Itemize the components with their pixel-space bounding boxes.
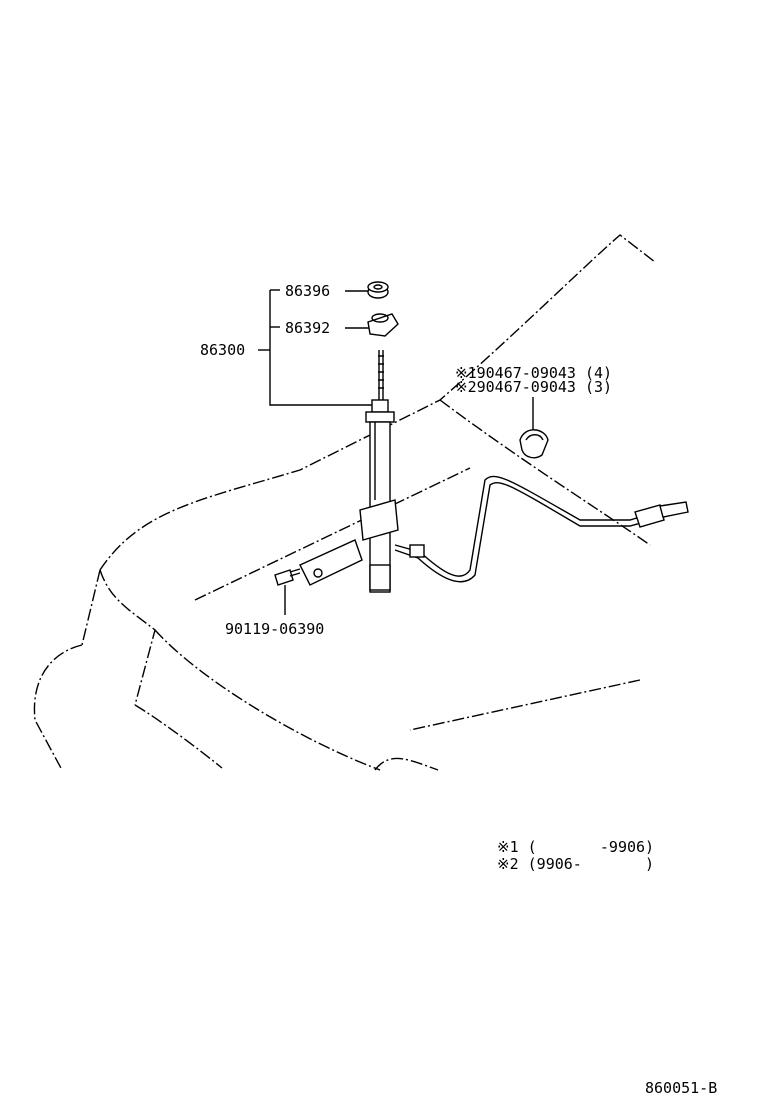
- part-label-86392: 86392: [285, 319, 331, 337]
- part-label-clip-2: ※290467-09043 (3): [455, 378, 613, 396]
- vehicle-body-outline: [33, 234, 656, 771]
- footnote-1: ※1 ( -9906): [497, 838, 655, 856]
- nut-86396: [367, 281, 389, 299]
- bezel-86392: [367, 313, 399, 337]
- part-label-86396: 86396: [285, 282, 331, 300]
- part-label-clip-1: ※190467-09043 (4): [455, 364, 613, 382]
- clip-90467: [519, 429, 549, 459]
- antenna-cable: [394, 475, 689, 583]
- mounting-bracket: [299, 499, 399, 591]
- screw-90119: [274, 568, 301, 586]
- leader-lines: [258, 289, 534, 615]
- antenna-mast: [365, 350, 395, 593]
- part-label-screw: 90119-06390: [225, 620, 325, 638]
- part-label-86300: 86300: [200, 341, 246, 359]
- diagram-id: 860051-B: [645, 1079, 718, 1097]
- footnote-2: ※2 (9906- ): [497, 855, 655, 873]
